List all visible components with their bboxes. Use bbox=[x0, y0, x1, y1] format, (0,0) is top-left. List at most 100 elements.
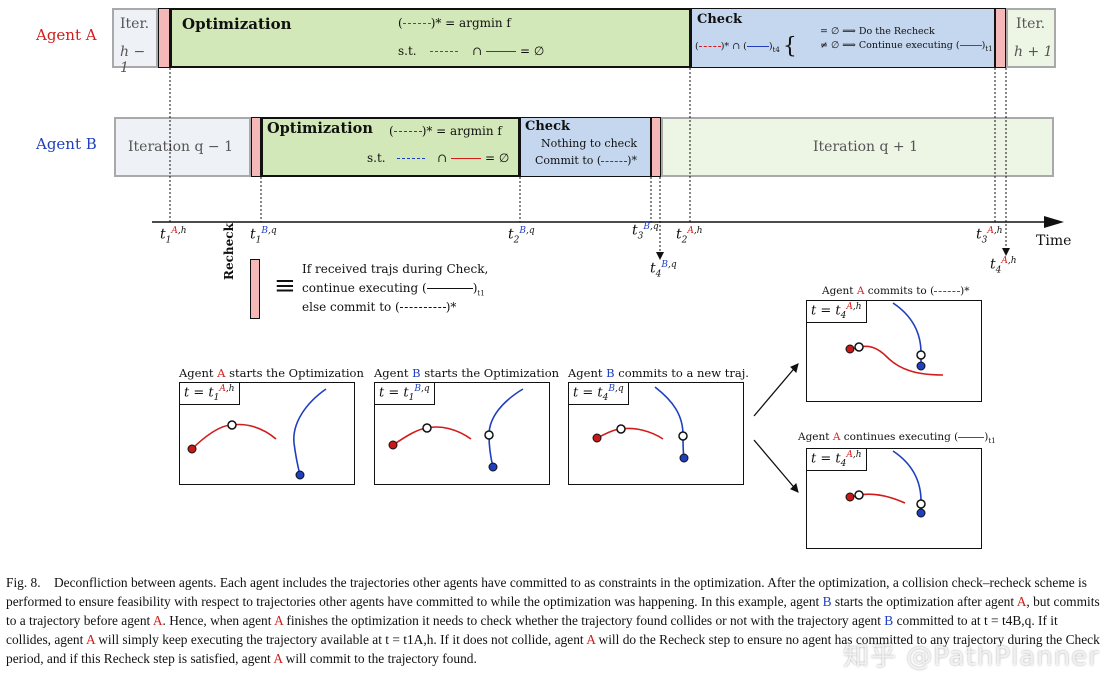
red-traj bbox=[392, 426, 472, 446]
agent-a-label: Agent A bbox=[36, 26, 97, 44]
row-b-recheck-end bbox=[651, 117, 661, 177]
panel4-plot bbox=[845, 302, 944, 376]
check-title: Check bbox=[697, 12, 742, 27]
row-a-optimization: Optimization ()* = argmin f s.t. ∩ = ∅ bbox=[170, 8, 691, 68]
blue-commit-point bbox=[916, 350, 926, 360]
panel3-time: t = t4B,q bbox=[568, 382, 629, 405]
opt-eq1: ()* = argmin f bbox=[398, 16, 511, 30]
tick-t4a: t4A,h bbox=[990, 256, 1017, 276]
iter-prev-sub: h − 1 bbox=[120, 44, 146, 76]
iter-next-label: Iter. bbox=[1016, 16, 1046, 32]
legend-line3: else commit to ()* bbox=[302, 300, 457, 314]
row-a-iter-next: Iter. h + 1 bbox=[1006, 8, 1056, 68]
blue-commit-point bbox=[916, 499, 926, 509]
legend-recheck-swatch bbox=[250, 259, 260, 319]
check-case2: ≠ ∅ ⟹ Continue executing ()t1 bbox=[820, 40, 993, 53]
tick-t2b: t2B,q bbox=[508, 226, 535, 246]
commit-point bbox=[854, 490, 864, 500]
red-start bbox=[845, 492, 855, 502]
blue-traj bbox=[293, 388, 327, 476]
panel4: t = t4A,h bbox=[806, 300, 982, 402]
iter-next-sub: h + 1 bbox=[1014, 44, 1053, 60]
panel2: t = t1B,q bbox=[374, 382, 550, 485]
panel3-title: Agent B commits to a new traj. bbox=[568, 366, 749, 380]
caption-text1: Deconfliction between agents. Each agent… bbox=[6, 575, 1087, 609]
red-start bbox=[187, 444, 197, 454]
panel2-plot bbox=[388, 388, 524, 472]
check-title: Check bbox=[525, 119, 570, 134]
blue-start bbox=[488, 462, 498, 472]
caption-fig: Fig. 8. bbox=[6, 575, 41, 590]
legend-equiv: ≡ bbox=[274, 271, 296, 301]
time-axis-arrow bbox=[1044, 216, 1064, 228]
timeline-svg bbox=[152, 68, 1064, 260]
watermark: 知乎 @PathPlanner bbox=[843, 642, 1100, 672]
panel4-time: t = t4A,h bbox=[806, 300, 867, 323]
opt-eq2: s.t. ∩ = ∅ bbox=[398, 44, 545, 58]
row-b-iter-next: Iteration q + 1 bbox=[661, 117, 1054, 177]
blue-traj bbox=[488, 388, 524, 468]
panel5-plot bbox=[845, 450, 926, 518]
check-line1: Nothing to check bbox=[541, 137, 638, 150]
panel5-time: t = t4A,h bbox=[806, 448, 867, 471]
opt-title: Optimization bbox=[267, 120, 373, 137]
tick-t3b: t3B,q bbox=[632, 222, 659, 242]
panel1-plot bbox=[187, 388, 327, 480]
figure-caption: Fig. 8. Deconfliction between agents. Ea… bbox=[6, 575, 1100, 666]
blue-start bbox=[679, 453, 689, 463]
panel1: t = t1A,h bbox=[179, 382, 355, 485]
red-start bbox=[845, 344, 855, 354]
blue-start bbox=[916, 508, 926, 518]
agent-b-label: Agent B bbox=[36, 135, 97, 153]
blue-traj bbox=[654, 386, 685, 458]
red-traj bbox=[596, 427, 664, 440]
row-a-check: Check ()* ∩ ()t4 { = ∅ ⟹ Do the Recheck … bbox=[691, 8, 995, 68]
red-traj bbox=[858, 345, 944, 376]
panel5-title: Agent A continues executing ()t1 bbox=[798, 431, 996, 446]
legend-line2: continue executing ()t1 bbox=[302, 281, 485, 298]
tick-t2a: t2A,h bbox=[676, 226, 703, 246]
opt-eq1: ()* = argmin f bbox=[389, 124, 502, 138]
arrow-t4a bbox=[1002, 248, 1010, 256]
blue-commit-point bbox=[484, 430, 494, 440]
check-case1: = ∅ ⟹ Do the Recheck bbox=[820, 26, 935, 37]
tick-t1b: t1B,q bbox=[250, 226, 277, 246]
panel1-time: t = t1A,h bbox=[179, 382, 240, 405]
time-label: Time bbox=[1036, 233, 1072, 249]
panel1-title: Agent A starts the Optimization bbox=[179, 366, 364, 380]
red-traj bbox=[858, 493, 906, 504]
commit-point bbox=[227, 420, 237, 430]
row-a-iter-prev: Iter. h − 1 bbox=[112, 8, 158, 76]
red-start bbox=[592, 433, 602, 443]
tick-t3a: t3A,h bbox=[976, 226, 1003, 246]
iter-next-label: Iteration q + 1 bbox=[813, 139, 918, 155]
panel3: t = t4B,q bbox=[568, 382, 744, 485]
blue-start bbox=[916, 361, 926, 371]
row-b-recheck-start bbox=[251, 117, 261, 177]
panel3-plot bbox=[592, 386, 689, 463]
opt-title: Optimization bbox=[182, 15, 292, 33]
tick-t4b: t4B,q bbox=[650, 260, 677, 280]
commit-point bbox=[854, 342, 864, 352]
opt-eq2: s.t. ∩ = ∅ bbox=[367, 151, 510, 165]
row-b-check: Check Nothing to check Commit to ()* bbox=[520, 117, 651, 177]
iter-prev-label: Iter. bbox=[120, 16, 150, 32]
check-expr: ()* ∩ ()t4 { bbox=[695, 34, 797, 59]
iter-prev-label: Iteration q − 1 bbox=[128, 139, 233, 155]
red-start bbox=[388, 440, 398, 450]
commit-point bbox=[422, 423, 432, 433]
tick-t1a: t1A,h bbox=[160, 226, 187, 246]
panel5: t = t4A,h bbox=[806, 448, 982, 549]
row-a-recheck-end bbox=[995, 8, 1006, 68]
check-line2: Commit to ()* bbox=[535, 154, 637, 167]
blue-commit-point bbox=[678, 431, 688, 441]
panel2-time: t = t1B,q bbox=[374, 382, 435, 405]
blue-start bbox=[295, 470, 305, 480]
commit-point bbox=[616, 424, 626, 434]
row-b-iter-prev: Iteration q − 1 bbox=[114, 117, 251, 177]
arrow-t4b bbox=[656, 252, 664, 260]
panel2-title: Agent B starts the Optimization bbox=[374, 366, 560, 380]
branch-arrows bbox=[753, 363, 799, 493]
legend-line1: If received trajs during Check, bbox=[302, 262, 489, 276]
legend-recheck-label: Recheck bbox=[222, 223, 236, 280]
